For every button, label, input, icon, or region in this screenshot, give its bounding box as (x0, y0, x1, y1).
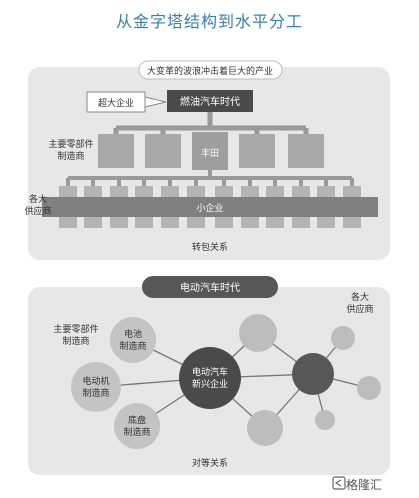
tier1-connectors (113, 112, 309, 134)
motor-maker-label-line1: 电动机 (82, 375, 109, 387)
major-parts-label-line1: 主要零部件 (48, 138, 93, 150)
small-company-label: 小企业 (196, 202, 223, 214)
major-parts-label: 主要零部件制造商 (48, 138, 93, 162)
callout-pointer (144, 96, 167, 108)
watermark-logo-icon (332, 476, 346, 490)
supplier-node (357, 376, 381, 400)
small-company-bar (42, 197, 378, 217)
battery-maker-label: 电池制造商 (119, 328, 146, 352)
motor-maker-label-line2: 制造商 (82, 387, 109, 399)
chassis-maker-label: 底盘制造商 (123, 414, 150, 438)
chassis-maker-label-line1: 底盘 (128, 414, 146, 426)
suppliers-label-line2: 供应商 (24, 205, 51, 217)
supplier-node (247, 410, 283, 446)
tier2-connectors (66, 170, 354, 186)
motor-maker-label: 电动机制造商 (82, 375, 109, 399)
watermark-text: 格隆汇 (346, 478, 383, 492)
bottom-major-parts-label: 主要零部件制造商 (53, 323, 98, 347)
oil-era-text: 燃油汽车时代 (180, 95, 240, 108)
chassis-maker-label-line2: 制造商 (123, 426, 150, 438)
tier1-box (239, 134, 275, 168)
toyota-label: 丰田 (201, 147, 219, 159)
battery-maker-label-line2: 制造商 (119, 340, 146, 352)
ev-startup-label-line2: 新兴企业 (192, 378, 228, 390)
supplier-hub-node (292, 353, 334, 395)
bottom-suppliers-label-line2: 供应商 (346, 303, 373, 315)
supplier-node (239, 314, 277, 352)
supplier-node (331, 326, 355, 350)
major-parts-label-line2: 制造商 (57, 150, 84, 162)
bottom-panel-header-text: 电动汽车时代 (180, 281, 240, 294)
chassis-maker-node (114, 403, 160, 449)
motor-maker-node (71, 362, 121, 412)
tier1-box (145, 134, 181, 168)
toyota-box (192, 132, 228, 170)
ev-startup-label: 电动汽车新兴企业 (192, 366, 228, 390)
ev-startup-node (179, 347, 241, 409)
bottom-suppliers-label: 各大供应商 (346, 291, 373, 315)
suppliers-label-line1: 各大 (29, 193, 47, 205)
battery-maker-label-line1: 电池 (124, 328, 142, 340)
top-panel-header-text: 大变革的波浪冲击着巨大的产业 (147, 65, 273, 77)
bottom-major-parts-label-line1: 主要零部件 (53, 323, 98, 335)
oil-era-box (167, 90, 253, 112)
bottom-panel-header (142, 276, 278, 298)
top-caption: 转包关系 (192, 241, 228, 253)
supplier-node (315, 410, 335, 430)
bottom-suppliers-label-line1: 各大 (351, 291, 369, 303)
page-title: 从金字塔结构到水平分工 (115, 12, 303, 31)
battery-maker-node (110, 317, 156, 363)
bottom-major-parts-label-line2: 制造商 (62, 335, 89, 347)
tier1-box (98, 134, 134, 168)
bottom-caption: 对等关系 (192, 457, 228, 469)
suppliers-label: 各大供应商 (24, 193, 51, 217)
top-panel-header (138, 60, 283, 80)
tier1-box (288, 134, 324, 168)
ev-startup-label-line1: 电动汽车 (192, 366, 228, 378)
super-company-label: 超大企业 (98, 97, 134, 109)
